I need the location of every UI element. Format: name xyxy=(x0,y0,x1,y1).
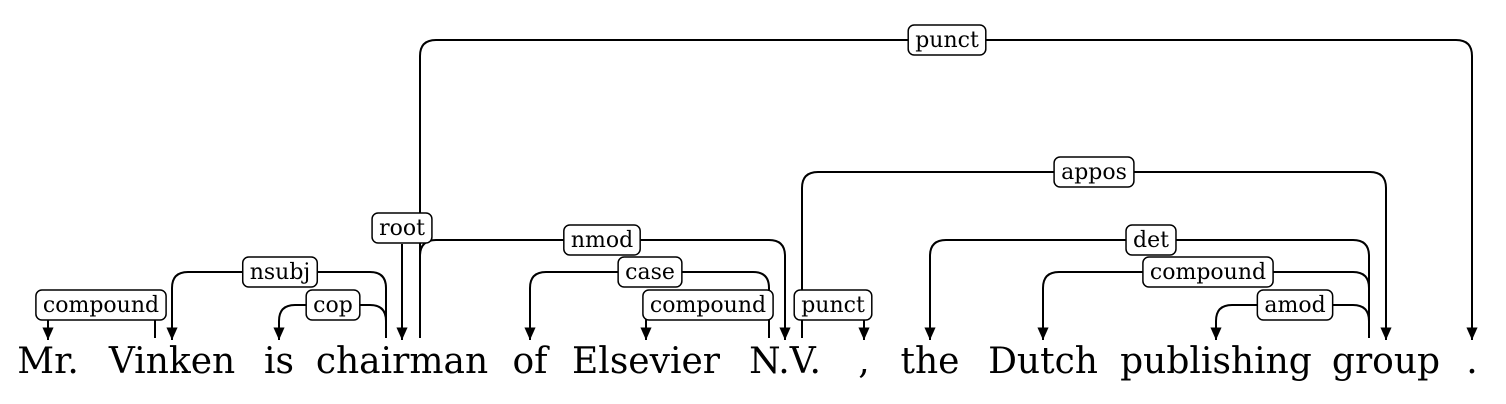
token-5: Elsevier xyxy=(572,341,721,382)
token-0: Mr. xyxy=(17,341,79,382)
token-6: N.V. xyxy=(749,341,821,382)
token-2: is xyxy=(264,341,294,382)
token-9: Dutch xyxy=(988,341,1098,382)
arc-label-compound-6-text: compound xyxy=(650,293,766,318)
arc-label-compound-0-text: compound xyxy=(43,293,159,318)
arc-label-det-9: det xyxy=(1125,224,1177,256)
arc-label-nmod-4-box xyxy=(563,224,641,256)
arc-label-appos-8-box xyxy=(1053,156,1135,188)
arc-label-cop-2-box xyxy=(305,289,361,321)
token-7: , xyxy=(858,341,869,382)
arc-label-punct-7-text: punct xyxy=(801,293,865,318)
arc-label-nmod-4: nmod xyxy=(563,224,641,256)
arc-label-compound-10: compound xyxy=(1142,256,1274,288)
arc-label-amod-11-text: amod xyxy=(1264,293,1325,318)
arc-label-case-5: case xyxy=(617,256,683,288)
root-label: root xyxy=(371,212,433,244)
token-8: the xyxy=(901,341,960,382)
arc-label-cop-2: cop xyxy=(305,289,361,321)
arc-label-nsubj-1: nsubj xyxy=(241,256,319,288)
arc-label-appos-8-text: appos xyxy=(1061,160,1127,185)
arc-label-compound-6-box xyxy=(642,289,774,321)
arc-label-cop-2-text: cop xyxy=(313,293,353,318)
arc-label-det-9-text: det xyxy=(1133,228,1169,253)
arc-label-compound-0: compound xyxy=(35,289,167,321)
arc-label-det-9-box xyxy=(1125,224,1177,256)
token-3: chairman xyxy=(316,341,488,382)
root-label-text: root xyxy=(379,216,425,241)
arc-label-appos-8: appos xyxy=(1053,156,1135,188)
token-10: publishing xyxy=(1120,341,1312,382)
arc-label-nsubj-1-box xyxy=(241,256,319,288)
token-12: . xyxy=(1466,341,1477,382)
arc-label-case-5-text: case xyxy=(625,260,675,285)
arc-label-amod-11-box xyxy=(1256,289,1334,321)
arc-label-compound-10-text: compound xyxy=(1150,260,1266,285)
token-4: of xyxy=(513,341,551,382)
arc-label-compound-10-box xyxy=(1142,256,1274,288)
token-1: Vinken xyxy=(108,341,235,382)
arc-label-punct-3-text: punct xyxy=(915,28,979,53)
arc-label-punct-7-box xyxy=(793,289,873,321)
token-11: group xyxy=(1332,341,1440,382)
root-label-box xyxy=(371,212,433,244)
arc-label-compound-6: compound xyxy=(642,289,774,321)
arc-label-nsubj-1-text: nsubj xyxy=(250,260,311,285)
arc-label-amod-11: amod xyxy=(1256,289,1334,321)
arc-label-compound-0-box xyxy=(35,289,167,321)
arc-label-case-5-box xyxy=(617,256,683,288)
arc-label-punct-7: punct xyxy=(793,289,873,321)
arc-label-punct-3: punct xyxy=(907,24,987,56)
arc-label-punct-3-box xyxy=(907,24,987,56)
arc-label-nmod-4-text: nmod xyxy=(571,228,633,253)
